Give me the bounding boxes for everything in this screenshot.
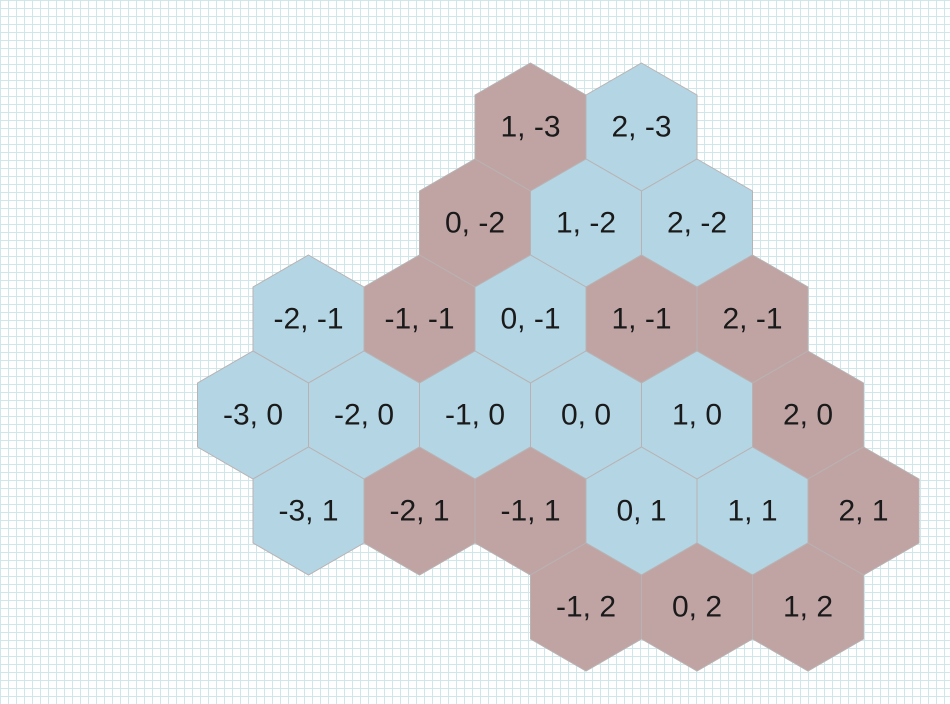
hex-cell[interactable]: 1, 0: [641, 350, 753, 480]
hex-label: 2, 1: [838, 495, 888, 528]
hex-cell[interactable]: 2, -1: [696, 254, 809, 384]
hex-cell[interactable]: 0, 2: [641, 542, 753, 672]
hex-cell[interactable]: -1, 2: [530, 542, 642, 672]
hex-cell[interactable]: -1, -1: [363, 254, 476, 384]
hex-label: 0, -1: [500, 303, 560, 336]
hex-label: 0, -2: [445, 207, 505, 240]
hex-cell[interactable]: -1, 1: [474, 446, 587, 576]
hex-label: 2, 0: [783, 399, 833, 432]
hex-label: 1, -2: [556, 207, 616, 240]
hex-label: -1, 0: [445, 399, 505, 432]
hex-label: 1, -1: [611, 303, 671, 336]
hex-cell[interactable]: 0, 0: [530, 350, 642, 480]
hex-label: -1, 1: [500, 495, 560, 528]
hex-label: 2, -2: [667, 207, 727, 240]
hex-tile[interactable]: [752, 542, 864, 672]
hex-cell[interactable]: 1, 2: [752, 542, 864, 672]
hex-label: 0, 2: [672, 591, 722, 624]
hex-cell[interactable]: 0, -1: [474, 254, 587, 384]
hex-cell[interactable]: -3, 1: [252, 446, 365, 576]
hex-label: 1, 0: [672, 399, 722, 432]
hex-label: -1, 2: [556, 591, 616, 624]
hex-cell[interactable]: 2, -2: [641, 158, 753, 288]
hex-label: -2, 1: [389, 495, 449, 528]
hex-cell[interactable]: -3, 0: [197, 350, 309, 480]
hex-label: -3, 1: [278, 495, 338, 528]
hex-cell[interactable]: 1, -3: [474, 62, 587, 192]
hex-cell[interactable]: 1, -1: [585, 254, 698, 384]
hex-label: -2, 0: [334, 399, 394, 432]
hex-label: 1, 1: [727, 495, 777, 528]
hex-label: -2, -1: [273, 303, 343, 336]
hex-cell[interactable]: 2, -3: [585, 62, 698, 192]
hex-label: -1, -1: [384, 303, 454, 336]
hex-cell[interactable]: 1, 1: [696, 446, 809, 576]
hex-label: -3, 0: [223, 399, 283, 432]
hex-label: 1, -3: [500, 111, 560, 144]
hex-label: 2, -3: [611, 111, 671, 144]
hex-label: 2, -1: [722, 303, 782, 336]
hex-label: 0, 1: [616, 495, 666, 528]
hex-label: 0, 0: [561, 399, 611, 432]
hex-cell[interactable]: 1, -2: [530, 158, 642, 288]
hex-cell[interactable]: 2, 0: [752, 350, 864, 480]
hex-label: 1, 2: [783, 591, 833, 624]
